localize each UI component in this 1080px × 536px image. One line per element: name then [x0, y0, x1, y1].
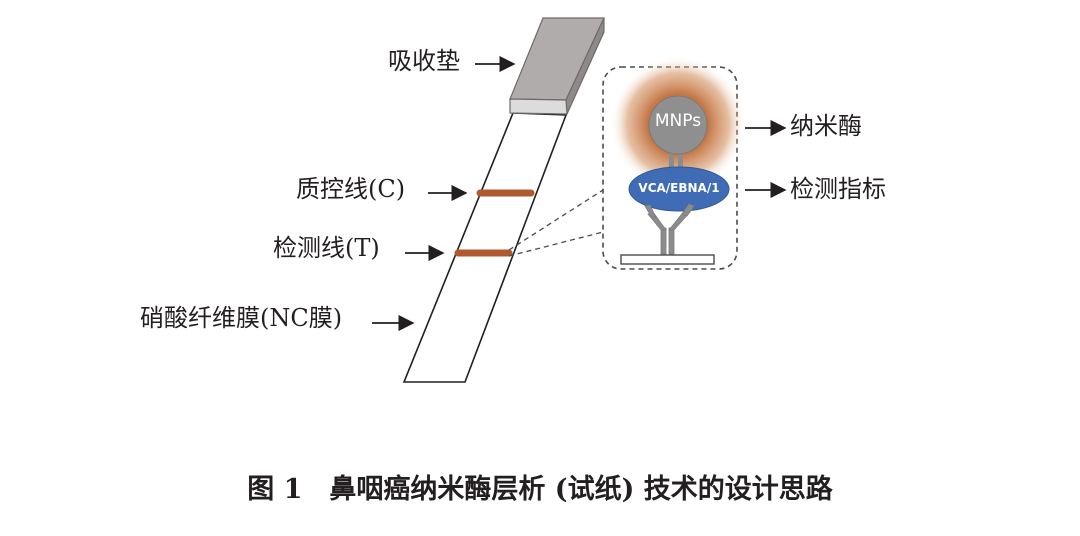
- inset-substrate: [620, 254, 715, 265]
- zoom-line-upper: [508, 189, 604, 251]
- membrane-label: 硝酸纤维膜(NC膜): [140, 304, 343, 332]
- antigen-ellipse: [628, 166, 730, 212]
- capture-antibody: [644, 203, 695, 255]
- nanozyme-label: 纳米酶: [790, 112, 862, 140]
- absorbent-pad-label: 吸收垫: [388, 47, 460, 75]
- absorbent-pad-front-face: [509, 98, 568, 115]
- particle-stem-left: [669, 147, 674, 175]
- nc-membrane-strip: [402, 112, 568, 383]
- figure-caption: 图 1 鼻咽癌纳米酶层析 (试纸) 技术的设计思路: [247, 474, 833, 505]
- particle-stem-right: [678, 147, 683, 175]
- zoom-line-lower: [508, 231, 604, 257]
- antigen-label: VCA/EBNA/1: [638, 181, 720, 195]
- mnps-label: MNPs: [654, 111, 702, 131]
- control-line-label: 质控线(C): [296, 175, 406, 203]
- mnps-particle: [648, 95, 708, 155]
- test-line-label: 检测线(T): [273, 234, 380, 262]
- target-label: 检测指标: [790, 175, 886, 203]
